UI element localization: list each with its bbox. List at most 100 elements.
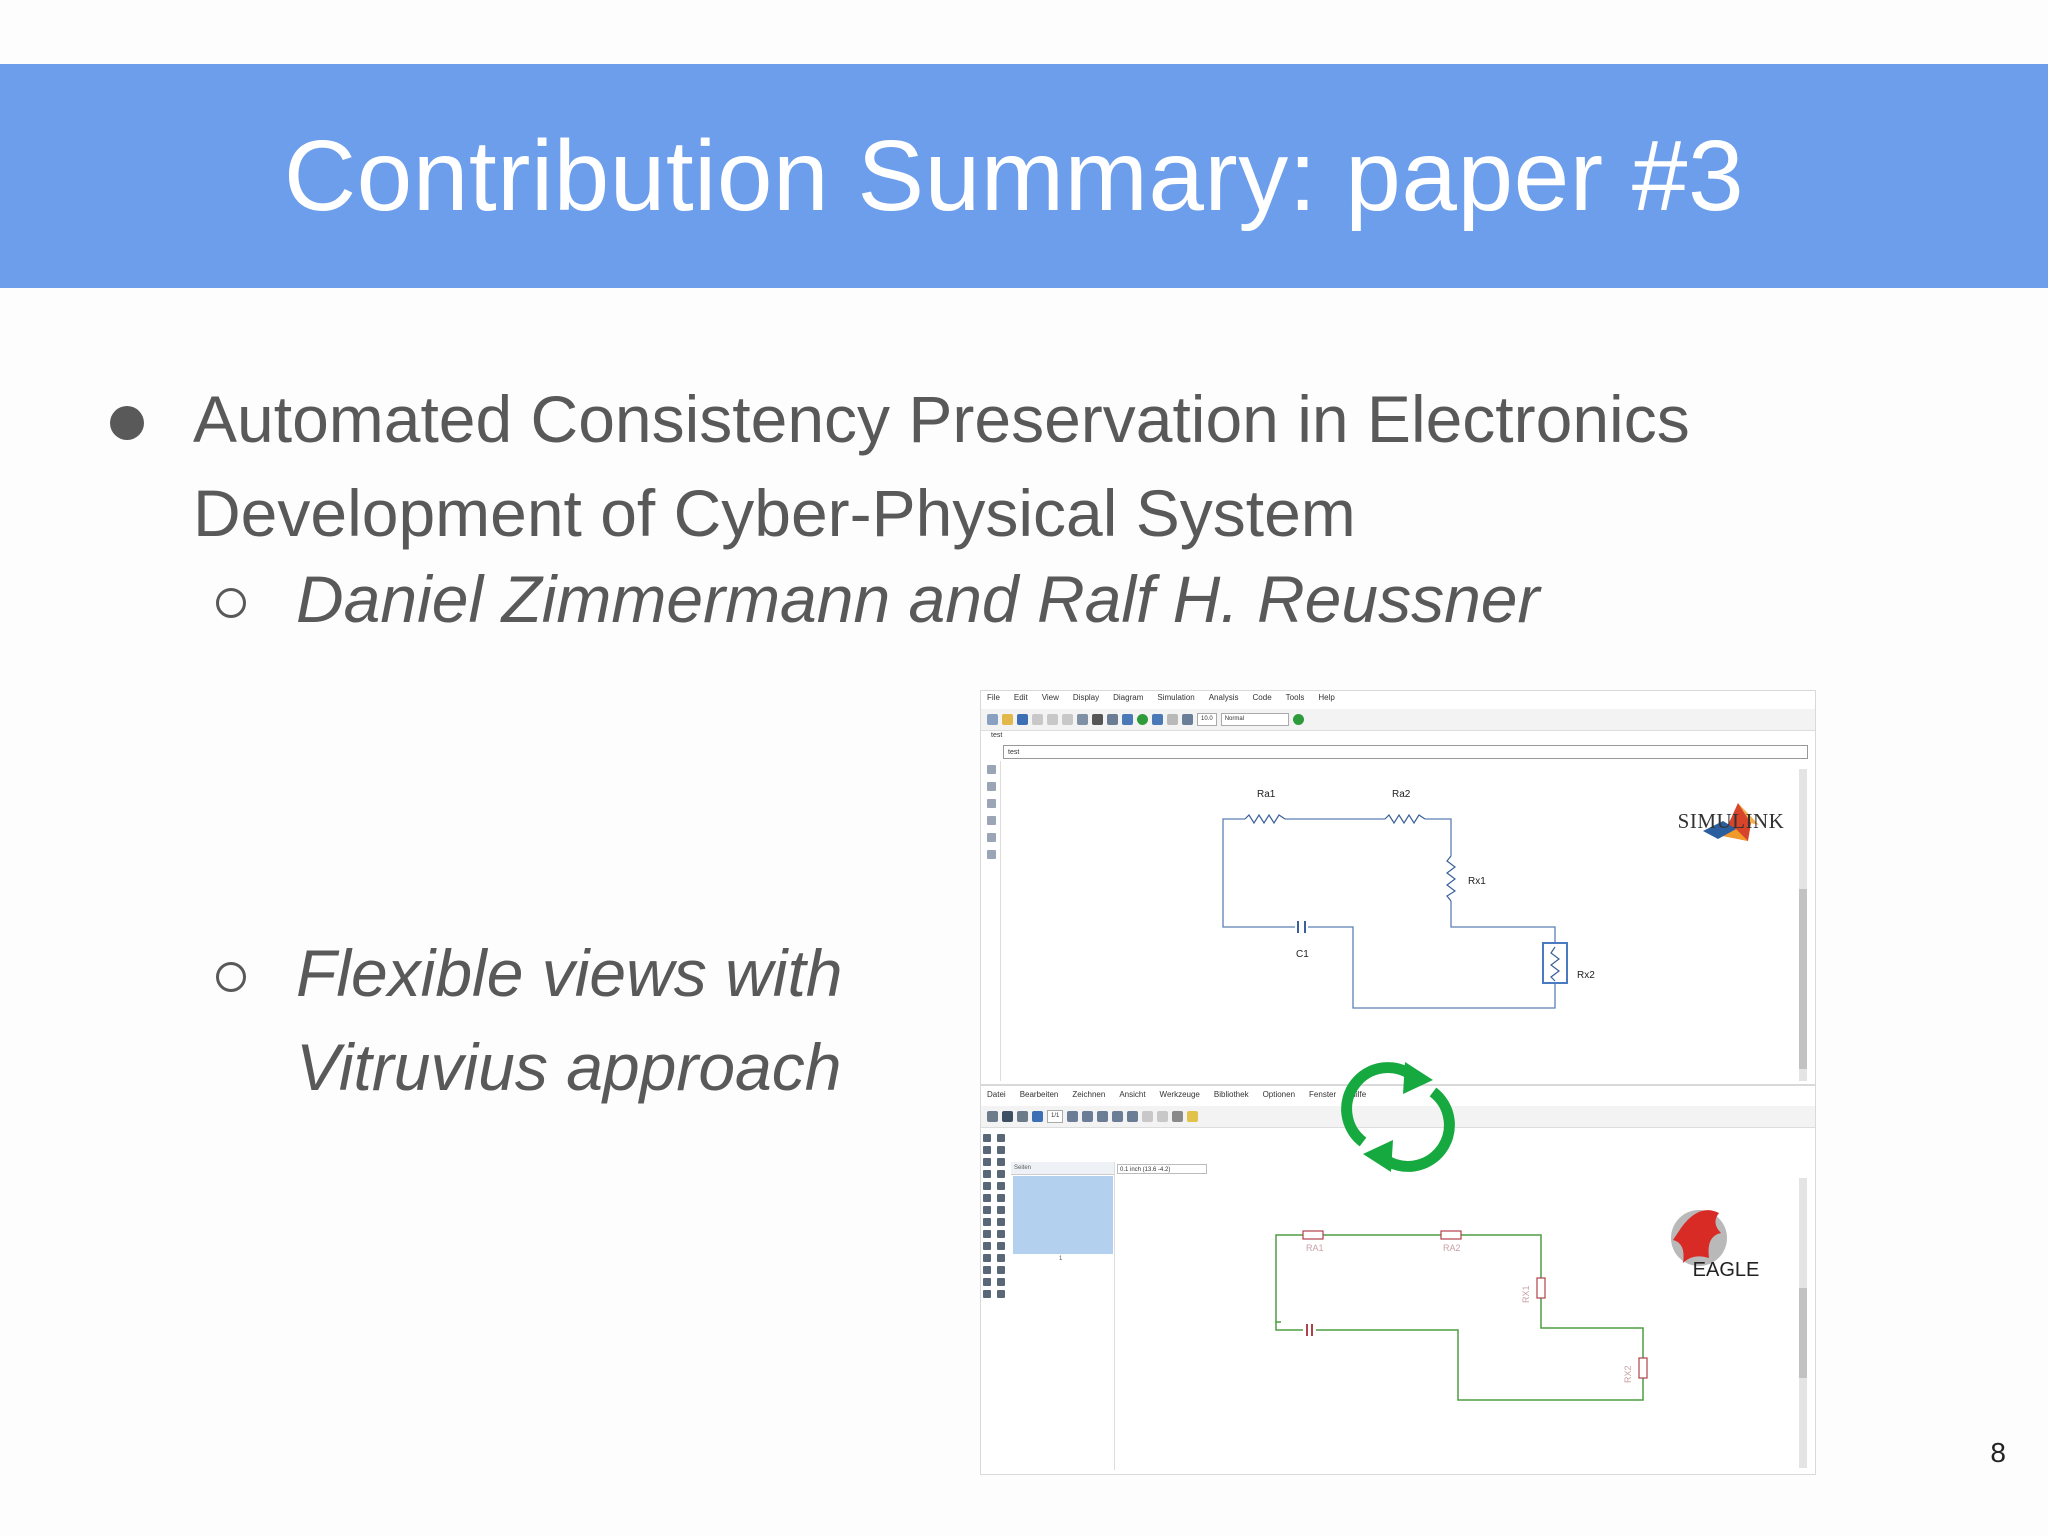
stop-icon[interactable]	[1172, 1111, 1184, 1122]
move-icon[interactable]	[983, 1158, 991, 1166]
run-icon[interactable]	[1137, 714, 1148, 725]
polygon-icon[interactable]	[997, 1254, 1005, 1262]
label-icon[interactable]	[997, 1278, 1005, 1286]
show-icon[interactable]	[997, 1134, 1005, 1142]
step-forward-icon[interactable]	[1152, 714, 1163, 725]
menu-item[interactable]: Werkzeuge	[1159, 1090, 1200, 1099]
resistor-rx2[interactable]	[1638, 1357, 1648, 1379]
junction-icon[interactable]	[983, 1278, 991, 1286]
resistor-ra1[interactable]	[1244, 813, 1286, 825]
area-icon[interactable]	[987, 850, 996, 859]
scrollbar-thumb[interactable]	[1799, 1288, 1807, 1378]
script-icon[interactable]	[1067, 1111, 1079, 1122]
name-icon[interactable]	[983, 1206, 991, 1214]
menu-item[interactable]: View	[1041, 693, 1059, 702]
resistor-rx1[interactable]	[1446, 855, 1457, 902]
help-icon[interactable]	[1187, 1111, 1199, 1122]
menu-item[interactable]: Optionen	[1262, 1090, 1296, 1099]
info-icon[interactable]	[983, 1134, 991, 1142]
annotation-icon[interactable]	[987, 816, 996, 825]
wire-icon[interactable]	[983, 1230, 991, 1238]
library-icon[interactable]	[987, 714, 998, 725]
zoom-icon[interactable]	[987, 765, 996, 774]
simulation-mode-select[interactable]: Normal	[1220, 713, 1289, 726]
save-icon[interactable]	[1017, 714, 1028, 725]
undo-icon[interactable]	[1032, 714, 1043, 725]
net-icon[interactable]	[997, 1266, 1005, 1274]
menu-item[interactable]: Datei	[987, 1090, 1006, 1099]
redraw-icon[interactable]	[1127, 1111, 1139, 1122]
model-tab[interactable]: test	[991, 732, 1003, 739]
menu-item[interactable]: Hilfe	[1350, 1090, 1367, 1099]
image-icon[interactable]	[987, 833, 996, 842]
errors-icon[interactable]	[997, 1290, 1005, 1298]
settings-gear-icon[interactable]	[1092, 714, 1103, 725]
group-icon[interactable]	[983, 1182, 991, 1190]
menu-item[interactable]: Bibliothek	[1213, 1090, 1249, 1099]
change-icon[interactable]	[997, 1182, 1005, 1190]
redo-icon[interactable]	[1047, 714, 1058, 725]
menu-item[interactable]: Bearbeiten	[1019, 1090, 1059, 1099]
fit-view-icon[interactable]	[987, 782, 996, 791]
page-select[interactable]: 1/1	[1047, 1110, 1064, 1123]
menu-item[interactable]: Edit	[1013, 693, 1028, 702]
scope-icon[interactable]	[1182, 714, 1193, 725]
open-icon[interactable]	[987, 1111, 998, 1122]
scrollbar-thumb[interactable]	[1799, 889, 1807, 1069]
stop-time-field[interactable]: 10.0	[1197, 713, 1217, 726]
grid-icon[interactable]	[1107, 714, 1118, 725]
resistor-ra2[interactable]	[1384, 813, 1426, 825]
stop-icon[interactable]	[1167, 714, 1178, 725]
resistor-rx2-block[interactable]	[1542, 942, 1568, 984]
smash-icon[interactable]	[983, 1218, 991, 1226]
eagle-scrollbar[interactable]	[1799, 1178, 1807, 1468]
value-icon[interactable]	[997, 1206, 1005, 1214]
menu-item[interactable]: Simulation	[1157, 693, 1195, 702]
circle-icon[interactable]	[983, 1242, 991, 1250]
print-icon[interactable]	[1017, 1111, 1028, 1122]
menu-item[interactable]: Diagram	[1113, 693, 1144, 702]
arrow-icon[interactable]	[987, 799, 996, 808]
menu-item[interactable]: Code	[1252, 693, 1272, 702]
simulink-scrollbar[interactable]	[1799, 769, 1807, 1081]
menu-item[interactable]: Display	[1072, 693, 1100, 702]
add-icon[interactable]	[997, 1194, 1005, 1202]
zoom-in-icon[interactable]	[1097, 1111, 1109, 1122]
resistor-ra2[interactable]	[1440, 1230, 1462, 1240]
model-explorer-icon[interactable]	[1077, 714, 1088, 725]
model-path-bar[interactable]: test	[1003, 745, 1808, 759]
menu-item[interactable]: Zeichnen	[1072, 1090, 1106, 1099]
copy-icon[interactable]	[997, 1158, 1005, 1166]
mirror-icon[interactable]	[983, 1170, 991, 1178]
menu-item[interactable]: Tools	[1285, 693, 1305, 702]
resistor-ra1[interactable]	[1302, 1230, 1324, 1240]
rect-icon[interactable]	[983, 1254, 991, 1262]
save-icon[interactable]	[1002, 1111, 1013, 1122]
menu-item[interactable]: File	[987, 693, 1000, 702]
zoom-fit-icon[interactable]	[1082, 1111, 1094, 1122]
menu-item[interactable]: Fenster	[1309, 1090, 1337, 1099]
bus-icon[interactable]	[983, 1266, 991, 1274]
resistor-rx2[interactable]	[1550, 946, 1560, 982]
up-icon[interactable]	[1062, 714, 1073, 725]
open-folder-icon[interactable]	[1002, 714, 1013, 725]
menu-item[interactable]: Ansicht	[1119, 1090, 1146, 1099]
menu-item[interactable]: Help	[1318, 693, 1335, 702]
step-back-icon[interactable]	[1122, 714, 1133, 725]
mark-icon[interactable]	[997, 1146, 1005, 1154]
undo-icon[interactable]	[1142, 1111, 1154, 1122]
erc-icon[interactable]	[983, 1290, 991, 1298]
text-icon[interactable]	[997, 1230, 1005, 1238]
split-icon[interactable]	[997, 1218, 1005, 1226]
check-icon[interactable]	[1292, 714, 1304, 725]
zoom-out-icon[interactable]	[1112, 1111, 1124, 1122]
rotate-icon[interactable]	[997, 1170, 1005, 1178]
redo-icon[interactable]	[1157, 1111, 1169, 1122]
sheet-thumbnail[interactable]	[1013, 1176, 1113, 1254]
display-icon[interactable]	[983, 1146, 991, 1154]
arc-icon[interactable]	[997, 1242, 1005, 1250]
cam-icon[interactable]	[1032, 1111, 1043, 1122]
delete-icon[interactable]	[983, 1194, 991, 1202]
resistor-rx1[interactable]	[1536, 1277, 1546, 1299]
menu-item[interactable]: Analysis	[1208, 693, 1239, 702]
